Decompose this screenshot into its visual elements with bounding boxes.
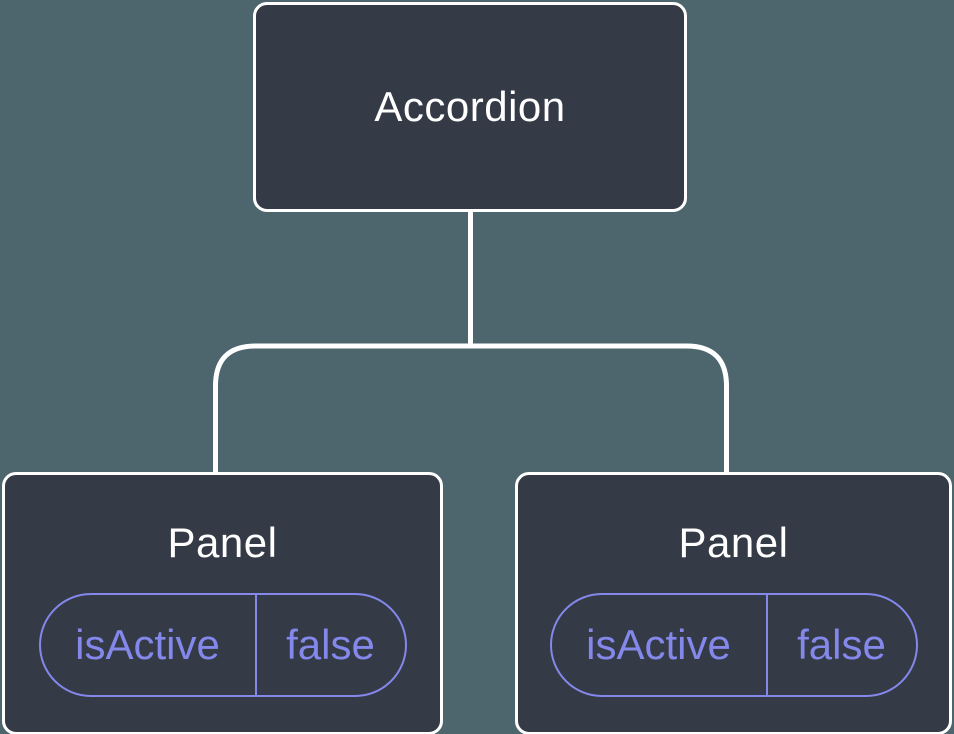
connector-branch-bracket: [213, 343, 729, 473]
state-pill-2-value: false: [797, 621, 886, 668]
node-accordion-label: Accordion: [374, 83, 566, 130]
node-accordion: Accordion: [253, 2, 687, 212]
state-pill-2: isActive false: [549, 593, 918, 697]
state-pill-2-key: isActive: [552, 595, 768, 695]
node-panel-1: Panel isActive false: [2, 472, 443, 734]
node-panel-2: Panel isActive false: [515, 472, 952, 734]
node-panel-1-label: Panel: [167, 519, 278, 566]
state-pill-1: isActive false: [38, 593, 407, 697]
state-pill-1-value: false: [286, 621, 375, 668]
node-panel-2-label: Panel: [678, 519, 789, 566]
state-pill-1-key: isActive: [41, 595, 257, 695]
